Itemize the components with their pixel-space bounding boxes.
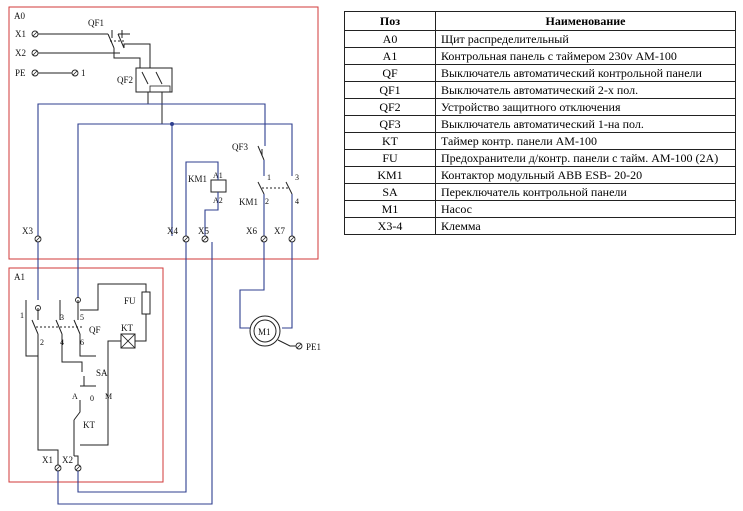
svg-text:3: 3 bbox=[295, 173, 299, 182]
bottom-x2-label: X2 bbox=[62, 455, 73, 465]
terminal-x5-label: X5 bbox=[198, 226, 209, 236]
sa-selector: SA A 0 M KT bbox=[61, 334, 112, 456]
km1-label: KM1 bbox=[188, 174, 207, 184]
fu-label: FU bbox=[124, 296, 136, 306]
pe-number-label: 1 bbox=[81, 68, 86, 78]
panel-a1-label: A1 bbox=[14, 272, 25, 282]
terminal-x4-label: X4 bbox=[167, 226, 178, 236]
svg-text:2: 2 bbox=[265, 197, 269, 206]
qf3-label: QF3 bbox=[232, 142, 249, 152]
header-pos: Поз bbox=[344, 11, 436, 31]
sa-label: SA bbox=[96, 368, 108, 378]
terminal-x7-label: X7 bbox=[274, 226, 285, 236]
row-name: Таймер контр. панели АМ-100 bbox=[435, 132, 736, 150]
table-row: KM1 Контактор модульный ABB ESB- 20-20 bbox=[344, 166, 736, 184]
input-terminals: X1 X2 PE 1 bbox=[15, 29, 86, 78]
sa-m-label: M bbox=[105, 392, 112, 401]
panel-a0-label: A0 bbox=[14, 11, 25, 21]
table-row: A0 Щит распределительный bbox=[344, 30, 736, 48]
a1-qf-label: QF bbox=[89, 325, 101, 335]
row-pos: QF2 bbox=[344, 98, 436, 116]
return-wire-x5 bbox=[57, 242, 213, 505]
table-row: A1 Контрольная панель с таймером 230v АМ… bbox=[344, 47, 736, 65]
a1-bottom-terminals: X1 X2 bbox=[37, 356, 82, 472]
table-row: QF Выключатель автоматический контрольно… bbox=[344, 64, 736, 82]
panel-a1-frame bbox=[8, 267, 164, 483]
terminal-x1-label: X1 bbox=[15, 29, 26, 39]
row-name: Контактор модульный ABB ESB- 20-20 bbox=[435, 166, 736, 184]
row-name: Устройство защитного отключения bbox=[435, 98, 736, 116]
table-row: M1 Насос bbox=[344, 200, 736, 218]
table-row: FU Предохранители д/контр. панели с тайм… bbox=[344, 149, 736, 167]
table-row: QF1 Выключатель автоматический 2-х пол. bbox=[344, 81, 736, 99]
sa-a-label: A bbox=[72, 392, 78, 401]
row-name: Выключатель автоматический 2-х пол. bbox=[435, 81, 736, 99]
bus-neutral bbox=[77, 123, 162, 300]
svg-text:6: 6 bbox=[80, 338, 84, 347]
terminal-pe-label: PE bbox=[15, 68, 26, 78]
table-header-row: Поз Наименование bbox=[344, 11, 736, 31]
header-name: Наименование bbox=[435, 11, 736, 31]
output-terminals: X3 X4 X5 X6 X7 bbox=[22, 226, 296, 243]
kt-label: KT bbox=[121, 323, 133, 333]
row-pos: FU bbox=[344, 149, 436, 167]
a1-qf-breaker: 1 3 5 2 4 6 QF bbox=[20, 297, 101, 357]
terminal-x6-label: X6 bbox=[246, 226, 257, 236]
row-name: Выключатель автоматический 1-на пол. bbox=[435, 115, 736, 133]
sa-kt-label: KT bbox=[83, 420, 95, 430]
motor-m1: M1 PE1 bbox=[239, 242, 321, 352]
bottom-x1-label: X1 bbox=[42, 455, 53, 465]
km1-contact-label: KM1 bbox=[239, 197, 258, 207]
table-row: SA Переключатель контрольной панели bbox=[344, 183, 736, 201]
bus-phase bbox=[37, 103, 148, 236]
kt-timer: KT bbox=[107, 314, 147, 398]
svg-text:1: 1 bbox=[267, 173, 271, 182]
row-pos: X3-4 bbox=[344, 217, 436, 235]
return-wire-x4 bbox=[77, 242, 187, 493]
row-pos: KM1 bbox=[344, 166, 436, 184]
wiring-schematic: A0 A1 X1 X2 PE 1 QF1 QF2 bbox=[8, 6, 321, 505]
qf2-label: QF2 bbox=[117, 75, 133, 85]
row-pos: QF bbox=[344, 64, 436, 82]
qf2-rcd: QF2 bbox=[117, 67, 173, 124]
terminal-x3-label: X3 bbox=[22, 226, 33, 236]
terminal-x2-label: X2 bbox=[15, 48, 26, 58]
km1-contacts: KM1 1 3 2 4 bbox=[239, 173, 299, 236]
m1-label: M1 bbox=[258, 327, 271, 337]
row-name: Предохранители д/контр. панели с тайм. А… bbox=[435, 149, 736, 167]
qf3-breaker: QF3 bbox=[232, 142, 265, 176]
row-pos: SA bbox=[344, 183, 436, 201]
row-pos: QF3 bbox=[344, 115, 436, 133]
sa-0-label: 0 bbox=[90, 394, 94, 403]
panel-a0-frame bbox=[8, 6, 319, 260]
row-pos: KT bbox=[344, 132, 436, 150]
row-pos: M1 bbox=[344, 200, 436, 218]
row-name: Выключатель автоматический контрольной п… bbox=[435, 64, 736, 82]
svg-text:3: 3 bbox=[60, 313, 64, 322]
fu-fuse: FU bbox=[97, 283, 151, 315]
pe1-label: PE1 bbox=[306, 342, 321, 352]
row-name: Щит распределительный bbox=[435, 30, 736, 48]
svg-text:1: 1 bbox=[20, 311, 24, 320]
row-pos: A0 bbox=[344, 30, 436, 48]
component-table: Поз Наименование A0 Щит распределительны… bbox=[344, 11, 736, 235]
svg-text:4: 4 bbox=[295, 197, 299, 206]
row-name: Насос bbox=[435, 200, 736, 218]
qf1-breaker: QF1 bbox=[38, 18, 151, 68]
row-pos: A1 bbox=[344, 47, 436, 65]
table-row: QF2 Устройство защитного отключения bbox=[344, 98, 736, 116]
table-row: KT Таймер контр. панели АМ-100 bbox=[344, 132, 736, 150]
row-name: Переключатель контрольной панели bbox=[435, 183, 736, 201]
table-row: QF3 Выключатель автоматический 1-на пол. bbox=[344, 115, 736, 133]
svg-text:5: 5 bbox=[80, 313, 84, 322]
row-pos: QF1 bbox=[344, 81, 436, 99]
km1-coil: KM1 A1 A2 bbox=[185, 161, 227, 236]
row-name: Клемма bbox=[435, 217, 736, 235]
table-row: X3-4 Клемма bbox=[344, 217, 736, 235]
qf1-label: QF1 bbox=[88, 18, 104, 28]
row-name: Контрольная панель с таймером 230v АМ-10… bbox=[435, 47, 736, 65]
svg-text:2: 2 bbox=[40, 338, 44, 347]
